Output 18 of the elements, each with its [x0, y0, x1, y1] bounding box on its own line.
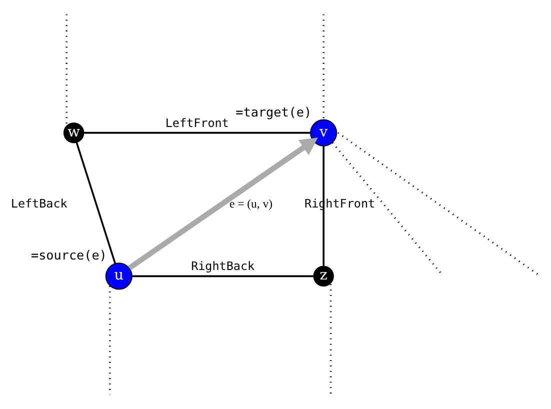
- connector: [322, 146, 324, 266]
- connector: [337, 132, 540, 276]
- edge-label: LeftBack: [10, 196, 68, 211]
- connector: [332, 142, 444, 276]
- connector: [66, 14, 68, 125]
- edge-label: LeftFront: [165, 116, 229, 130]
- node-label: =source(e): [30, 248, 107, 263]
- node-circle: v: [310, 119, 338, 146]
- arrow: [128, 138, 318, 270]
- connector: [76, 142, 116, 264]
- node-circle: z: [313, 266, 334, 287]
- edge-label: e = (u, v): [229, 198, 273, 211]
- edge-label: RightBack: [191, 259, 255, 274]
- node-label: =target(e): [236, 104, 312, 120]
- connector: [132, 275, 314, 278]
- connector: [84, 132, 310, 134]
- node-circle: w: [63, 122, 84, 144]
- node-circle: u: [105, 262, 132, 290]
